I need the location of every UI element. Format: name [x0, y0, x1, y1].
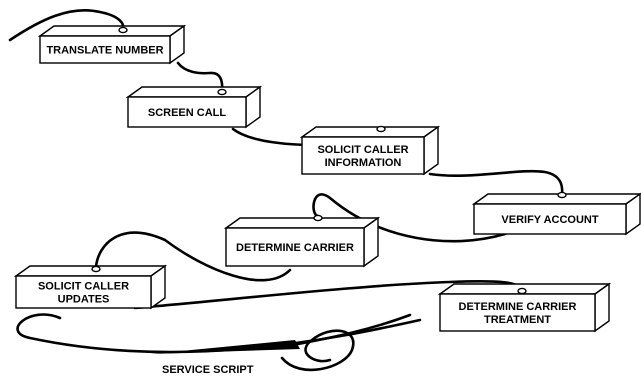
connector-port [517, 287, 527, 295]
box-front-face [39, 35, 171, 64]
connector-port [313, 214, 323, 222]
box-label: TRANSLATE NUMBER [46, 45, 163, 57]
wire-translate-to-screen [176, 61, 224, 93]
box-front-face [225, 227, 365, 267]
process-box-determine-carrier: DETERMINE CARRIER [223, 214, 381, 268]
box-front-face [439, 293, 596, 332]
service-script-caption: SERVICE SCRIPT [162, 364, 254, 376]
service-script-thread [296, 313, 412, 346]
box-top-face [125, 86, 263, 98]
box-front-face [127, 96, 247, 128]
connector-port [376, 125, 386, 133]
wire-verify-to-determine [312, 193, 507, 243]
connector-port [557, 191, 567, 199]
process-box-screen-call: SCREEN CALL [125, 85, 263, 129]
wire-in [8, 8, 125, 42]
box-label: DETERMINE CARRIER [459, 301, 577, 313]
box-top-face [299, 126, 441, 138]
box-label: VERIFY ACCOUNT [501, 214, 598, 226]
process-boxes: TRANSLATE NUMBER SCREEN CALL SOLICIT CALLE… [13, 24, 641, 333]
box-label: TREATMENT [484, 314, 551, 326]
box-top-face [37, 25, 187, 37]
wire-determine-to-updates [94, 231, 292, 282]
box-front-face [15, 275, 152, 309]
box-label: SOLICIT CALLER [317, 144, 408, 156]
box-label: UPDATES [58, 294, 110, 306]
connector-port [217, 88, 227, 96]
process-box-translate-number: TRANSLATE NUMBER [37, 24, 187, 65]
wire-solicit-info-to-verify [428, 169, 564, 196]
service-script-needle [150, 340, 300, 354]
wire-updates-to-treatment [133, 279, 524, 310]
box-front-face [301, 136, 425, 175]
connector-wires [8, 8, 564, 372]
process-box-verify-account: VERIFY ACCOUNT [471, 191, 641, 236]
box-label: INFORMATION [325, 157, 402, 169]
box-label: DETERMINE CARRIER [236, 242, 354, 254]
box-label: SOLICIT CALLER [38, 281, 129, 293]
box-front-face [473, 203, 627, 235]
connector-port [91, 265, 101, 273]
box-top-face [13, 265, 168, 277]
connector-port [118, 26, 128, 34]
box-top-face [223, 217, 381, 229]
box-top-face [471, 193, 641, 205]
wire-treatment-to-script [16, 313, 422, 354]
box-label: SCREEN CALL [148, 107, 227, 119]
